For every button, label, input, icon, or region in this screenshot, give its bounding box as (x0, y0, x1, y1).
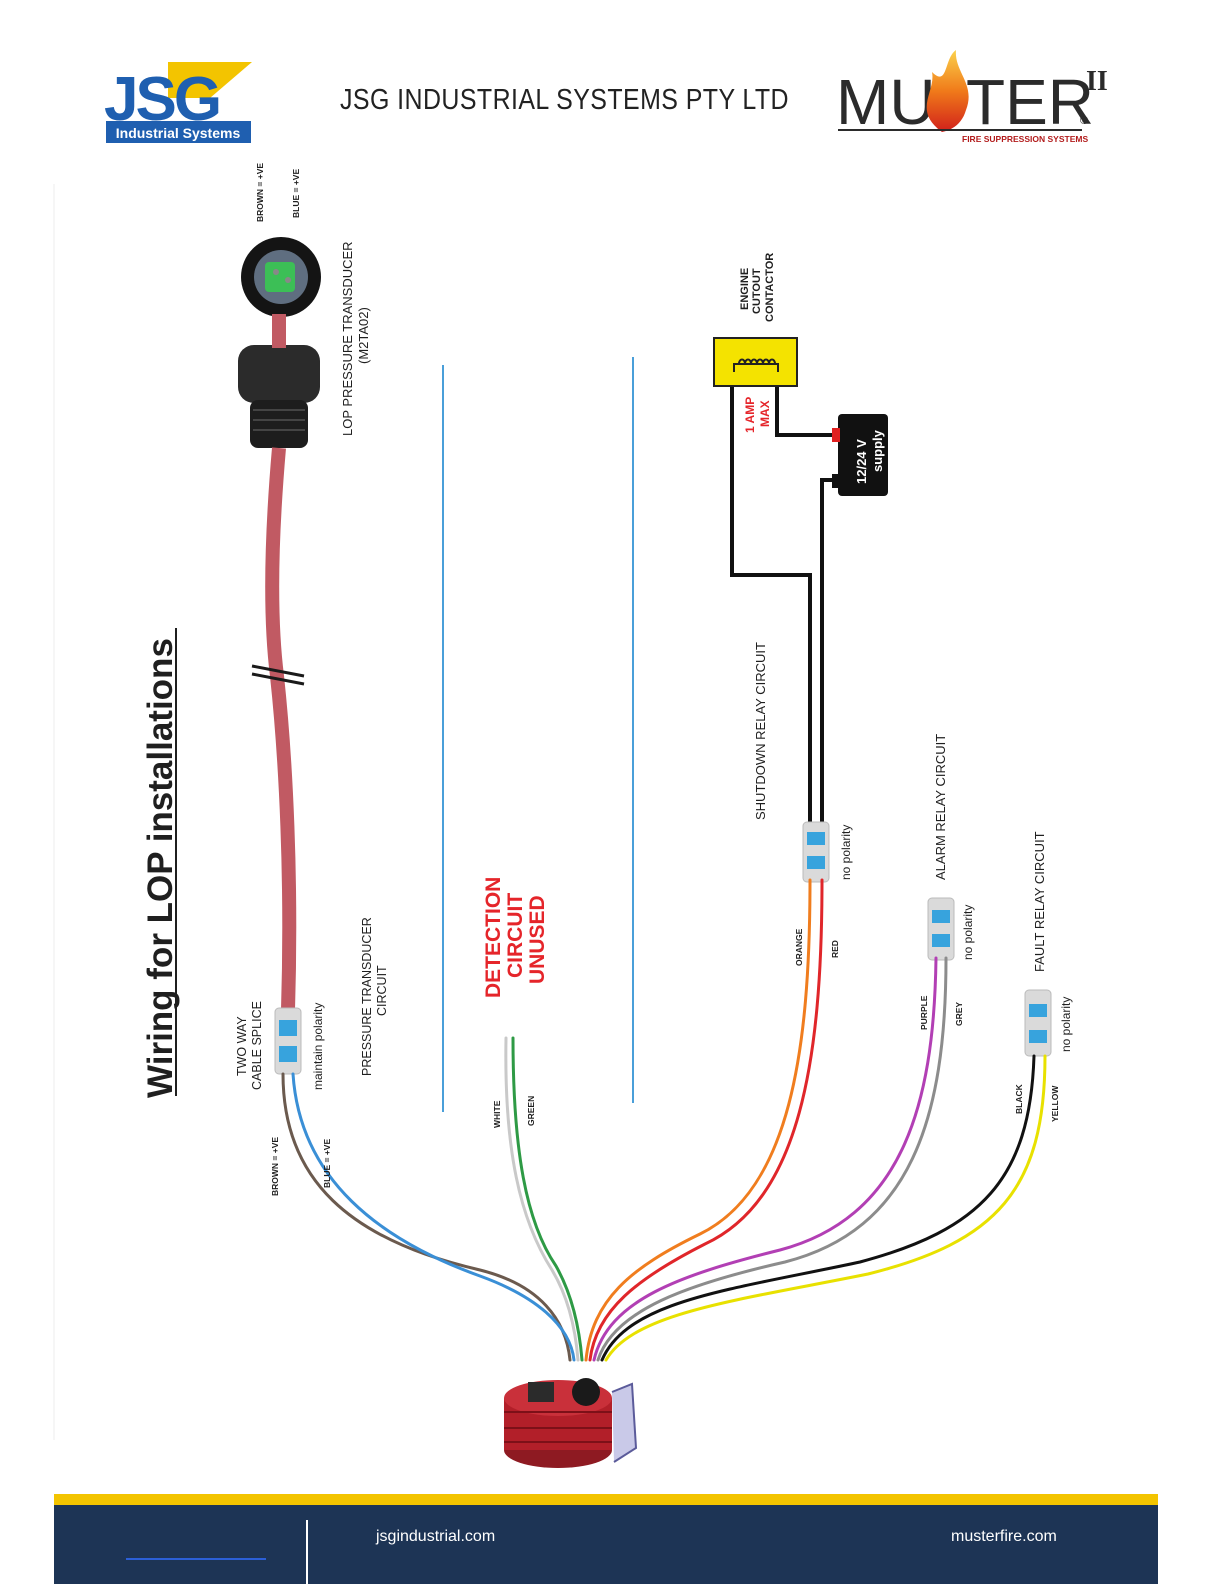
lop-transducer (238, 237, 321, 448)
terminal-screw (273, 269, 279, 275)
label-unused: UNUSED (526, 895, 549, 984)
page-footer: jsgindustrial.com musterfire.com (54, 1494, 1158, 1584)
label-cable-splice: CABLE SPLICE (250, 1001, 264, 1090)
label-alarm-relay: ALARM RELAY CIRCUIT (933, 734, 948, 880)
transducer-body (238, 345, 320, 403)
jsg-logo: JSG Industrial Systems (104, 62, 252, 143)
jsg-logo-band (106, 121, 251, 143)
label-lop-model: (M2TA02) (356, 307, 371, 364)
label-max: MAX (758, 400, 772, 427)
wire-green (511, 1036, 584, 1362)
supply-negative-terminal (832, 474, 840, 488)
muster-logo-ter: TER (966, 66, 1094, 138)
label-brown-ve-top: BROWN = +VE (255, 163, 265, 222)
shutdown-relay-loop (730, 386, 838, 828)
footer-divider (306, 1520, 308, 1584)
footer-bar (54, 1505, 1158, 1584)
label-cutout: CUTOUT (751, 268, 763, 314)
label-two-way: TWO WAY (235, 1016, 249, 1076)
wire-orange (584, 878, 812, 1362)
transducer-gland (250, 400, 308, 448)
label-maintain-polarity: maintain polarity (311, 1003, 325, 1090)
cable-break-mark (251, 672, 305, 686)
muster-controller-unit (504, 1378, 638, 1468)
label-1-amp: 1 AMP (743, 397, 757, 433)
label-brown-ve-bottom: BROWN = +VE (270, 1137, 280, 1196)
label-lop-transducer: LOP PRESSURE TRANSDUCER (340, 241, 355, 436)
label-red-wire: RED (830, 940, 840, 958)
shutdown-connector (802, 821, 830, 883)
label-blue-ve-bottom: BLUE = +VE (322, 1139, 332, 1188)
label-black-wire: BLACK (1014, 1083, 1024, 1114)
cable-break-mark (251, 664, 305, 678)
supply-positive-terminal (832, 428, 840, 442)
muster-flame-icon (926, 50, 969, 132)
company-name: JSG INDUSTRIAL SYSTEMS PTY LTD (340, 84, 789, 116)
label-no-polarity-alarm: no polarity (961, 905, 975, 960)
transducer-terminal-block (265, 262, 295, 292)
label-blue-ve-top: BLUE = +VE (291, 169, 301, 218)
label-supply: supply (870, 429, 885, 472)
label-purple-wire: PURPLE (919, 995, 929, 1030)
muster-logo-tagline: FIRE SUPPRESSION SYSTEMS (962, 134, 1088, 144)
label-detection-circuit: CIRCUIT (504, 893, 527, 978)
fault-connector (1024, 989, 1052, 1057)
two-way-cable-splice (274, 1007, 302, 1075)
label-shutdown-relay: SHUTDOWN RELAY CIRCUIT (753, 642, 768, 820)
wire-blue (291, 1072, 576, 1362)
label-grey-wire: GREY (954, 1002, 964, 1026)
label-engine: ENGINE (739, 268, 751, 310)
footer-underline (126, 1558, 266, 1560)
jsg-logo-subtitle: Industrial Systems (116, 125, 241, 141)
terminal-screw (285, 277, 291, 283)
alarm-connector (927, 897, 955, 961)
contactor-coil-icon (733, 358, 779, 372)
label-yellow-wire: YELLOW (1050, 1085, 1060, 1122)
power-supply (838, 414, 888, 496)
label-fault-relay: FAULT RELAY CIRCUIT (1032, 831, 1047, 972)
muster-logo: MU TER II ® FIRE SUPPRESSION SYSTEMS (836, 50, 1108, 144)
footer-link-jsgindustrial[interactable]: jsgindustrial.com (376, 1528, 496, 1545)
wire-purple (592, 956, 938, 1362)
label-contactor: CONTACTOR (764, 253, 776, 322)
footer-stripe (54, 1494, 1158, 1505)
muster-logo-mu: MU (836, 66, 936, 138)
wire-harness (281, 878, 1047, 1362)
label-no-polarity-fault: no polarity (1059, 997, 1073, 1052)
wire-white (504, 1036, 580, 1362)
engine-cutout-contactor (713, 337, 798, 387)
label-white-wire: WHITE (492, 1100, 502, 1128)
label-no-polarity-shutdown: no polarity (839, 825, 853, 880)
label-supply-voltage: 12/24 V (854, 439, 869, 484)
label-detection: DETECTION (482, 877, 505, 998)
lop-cable (265, 447, 297, 1011)
label-green-wire: GREEN (526, 1096, 536, 1126)
jsg-logo-swoosh (168, 62, 252, 98)
wire-red (588, 878, 824, 1362)
muster-logo-reg: ® (1080, 115, 1088, 127)
muster-logo-roman: II (1086, 66, 1108, 97)
label-orange-wire: ORANGE (794, 928, 804, 966)
diagram-title: Wiring for LOP installations (141, 638, 180, 1098)
label-pressure-transducer-circuit: PRESSURE TRANSDUCER (360, 917, 374, 1076)
wire-black (600, 1054, 1036, 1362)
wire-grey (596, 956, 948, 1362)
wire-yellow (604, 1054, 1047, 1362)
label-circuit: CIRCUIT (375, 965, 389, 1016)
footer-link-musterfire[interactable]: musterfire.com (951, 1528, 1057, 1545)
